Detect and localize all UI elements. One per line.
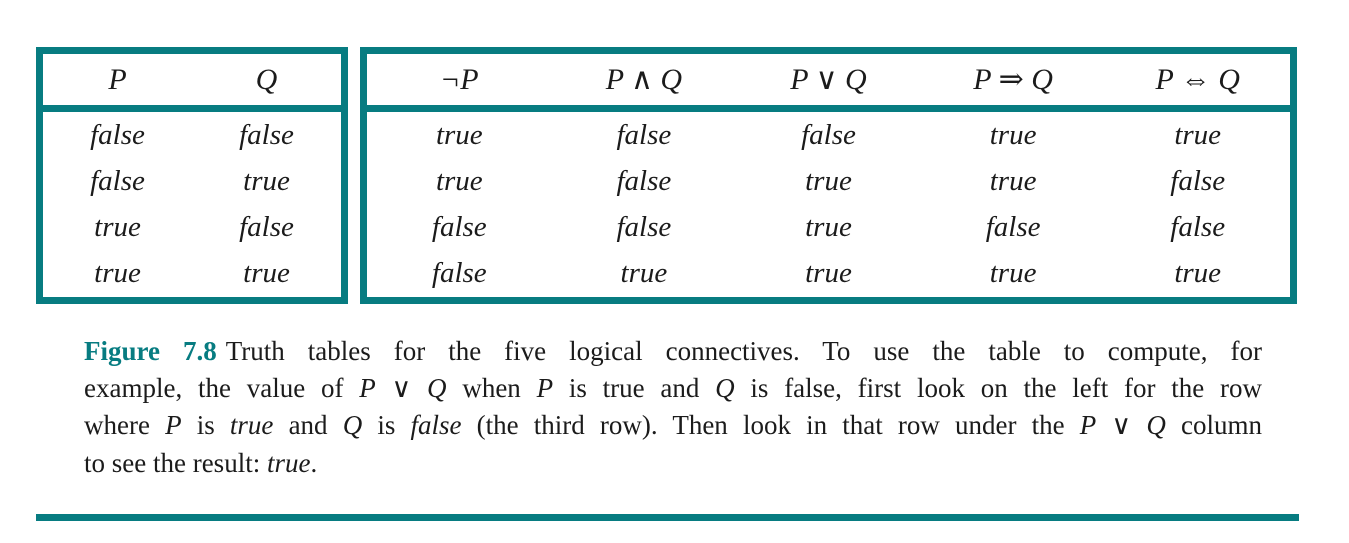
caption-line-3: where P is true and Q is false (the thir… [84, 410, 1262, 441]
column-header-p-iff-q: P ⇔ Q [1155, 62, 1240, 96]
header-separator-rule [43, 105, 341, 112]
figure-caption: Figure 7.8 Truth tables for the five logi… [84, 333, 1262, 482]
truth-cell: false [90, 164, 145, 197]
truth-cell: false [431, 257, 487, 290]
column-header-p-or-q: P ∨ Q [790, 63, 867, 96]
truth-cell: false [985, 211, 1041, 244]
column-header-p-implies-q: P ⇒ Q [973, 63, 1053, 96]
truth-cell: false [239, 118, 294, 151]
column-header-p: P [108, 62, 127, 96]
truth-cell: true [1174, 257, 1222, 290]
caption-text: Truth tables for the five logical connec… [225, 336, 1262, 366]
column-header-q: Q [255, 62, 278, 96]
truth-cell: false [616, 164, 672, 197]
truth-cell: false [431, 211, 487, 244]
truth-cell: false [1170, 164, 1226, 197]
column-header-not-p: ¬P [440, 62, 479, 96]
figure-bottom-rule [36, 514, 1299, 521]
truth-cell: true [94, 257, 141, 290]
truth-cell: true [243, 164, 290, 197]
truth-cell: false [616, 211, 672, 244]
caption-line-1: Figure 7.8 Truth tables for the five logi… [84, 333, 1262, 370]
truth-cell: true [805, 211, 852, 244]
truth-cell: false [239, 211, 294, 244]
truth-table-right-box: ¬P P ∧ Q P ∨ Q P ⇒ Q P ⇔ Q true false fa… [360, 47, 1297, 304]
column-header-p-and-q: P ∧ Q [605, 63, 683, 96]
truth-cell: true [620, 257, 668, 290]
truth-cell: true [989, 257, 1037, 290]
truth-cell: false [90, 118, 145, 151]
figure-number-label: Figure 7.8 [84, 336, 217, 366]
truth-cell: true [989, 118, 1037, 151]
truth-cell: true [989, 164, 1037, 197]
caption-line-2: example, the value of P ∨ Q when P is tr… [84, 373, 1262, 404]
truth-cell: true [435, 118, 483, 151]
truth-cell: false [801, 118, 856, 151]
caption-line-4: to see the result: true. [84, 447, 318, 478]
truth-cell: true [435, 164, 483, 197]
truth-cell: true [94, 211, 141, 244]
truth-cell: false [1170, 211, 1226, 244]
truth-cell: true [805, 164, 852, 197]
truth-cell: true [805, 257, 852, 290]
header-separator-rule [367, 105, 1290, 112]
truth-table-left-box: P Q false false false true true false tr… [36, 47, 348, 304]
truth-cell: true [243, 257, 290, 290]
truth-cell: true [1174, 118, 1222, 151]
truth-cell: false [616, 118, 672, 151]
